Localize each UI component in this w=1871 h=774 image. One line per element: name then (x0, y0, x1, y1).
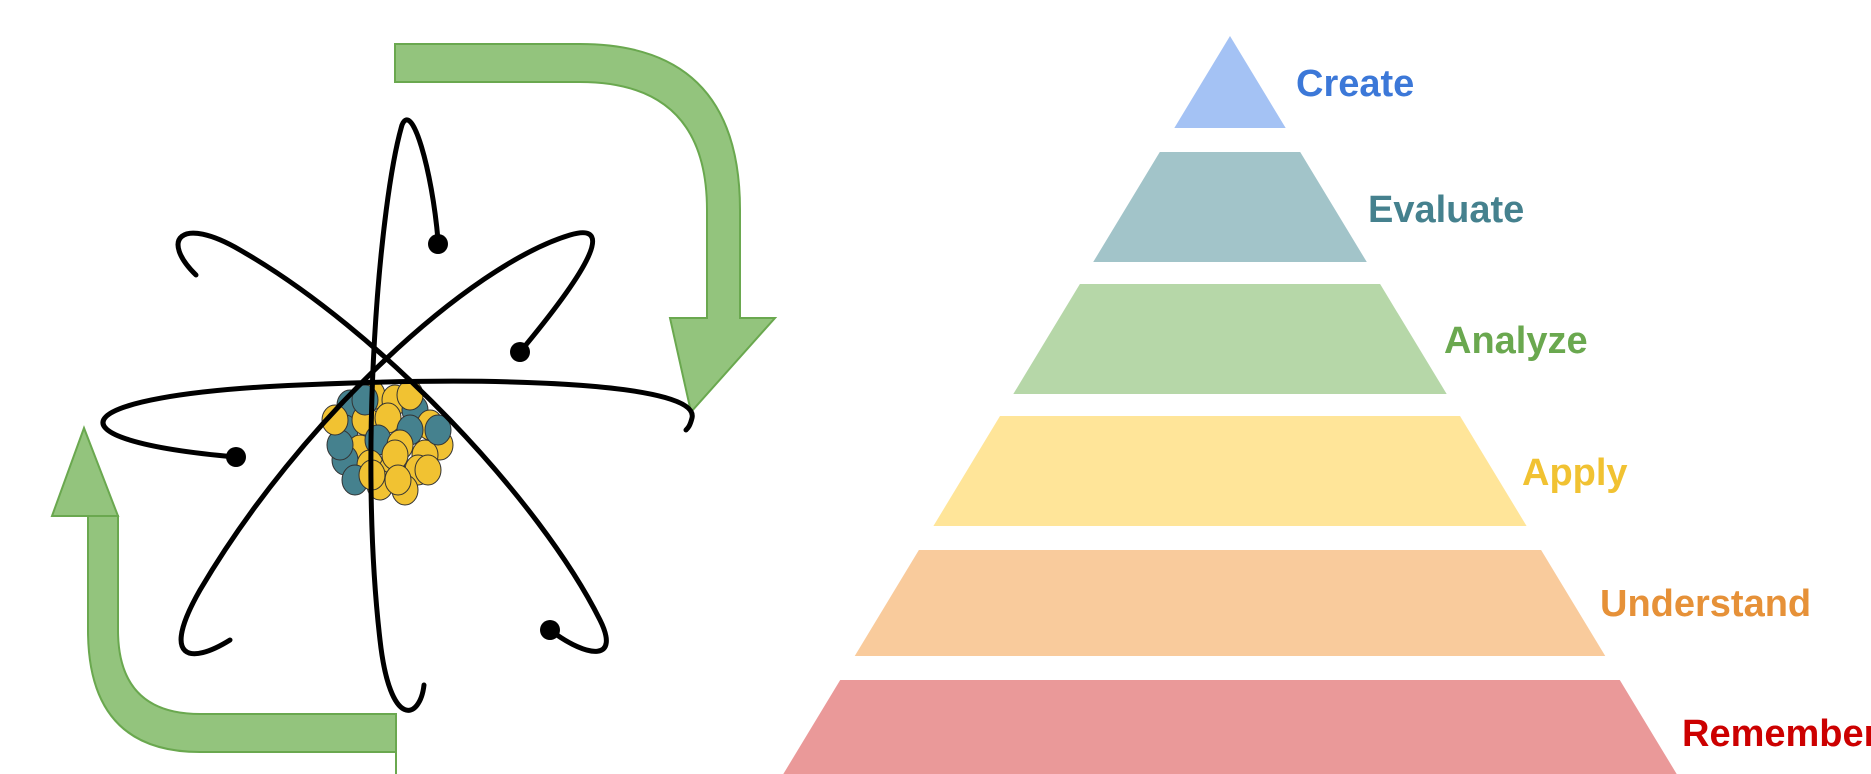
orbit-vertical (368, 117, 441, 713)
electron (510, 342, 530, 362)
pyramid-label-analyze: Analyze (1444, 320, 1588, 362)
pyramid-label-evaluate: Evaluate (1368, 189, 1524, 231)
nucleus (321, 379, 454, 506)
nucleus-particle (424, 414, 452, 446)
electrons (226, 234, 560, 640)
electron-orbits (100, 117, 695, 713)
nucleus-particle (414, 454, 442, 486)
electron (226, 447, 246, 467)
cycle-arrow-top-right (394, 43, 778, 415)
pyramid-level-evaluate (1093, 152, 1367, 262)
electron (540, 620, 560, 640)
pyramid-label-create: Create (1296, 63, 1414, 105)
pyramid-level-analyze (1013, 284, 1447, 394)
pyramid-label-understand: Understand (1600, 583, 1811, 625)
atom-illustration (50, 43, 778, 774)
nucleus-particle (396, 379, 424, 411)
nucleus-particle (321, 404, 349, 436)
pyramid-label-apply: Apply (1522, 452, 1628, 494)
pyramid-level-understand (854, 550, 1606, 656)
cycle-arrow-bottom-left (50, 425, 397, 774)
pyramid-level-create (1174, 36, 1286, 128)
orbit-diagonal-b (178, 230, 596, 657)
pyramid-level-remember (783, 680, 1677, 774)
electron (428, 234, 448, 254)
pyramid: CreateEvaluateAnalyzeApplyUnderstandReme… (783, 36, 1871, 774)
pyramid-level-apply (933, 416, 1527, 526)
pyramid-label-remember: Remember (1682, 713, 1871, 755)
orbit-diagonal-a (175, 230, 609, 654)
orbit-horizontal (100, 378, 695, 460)
nucleus-particle (384, 464, 412, 496)
